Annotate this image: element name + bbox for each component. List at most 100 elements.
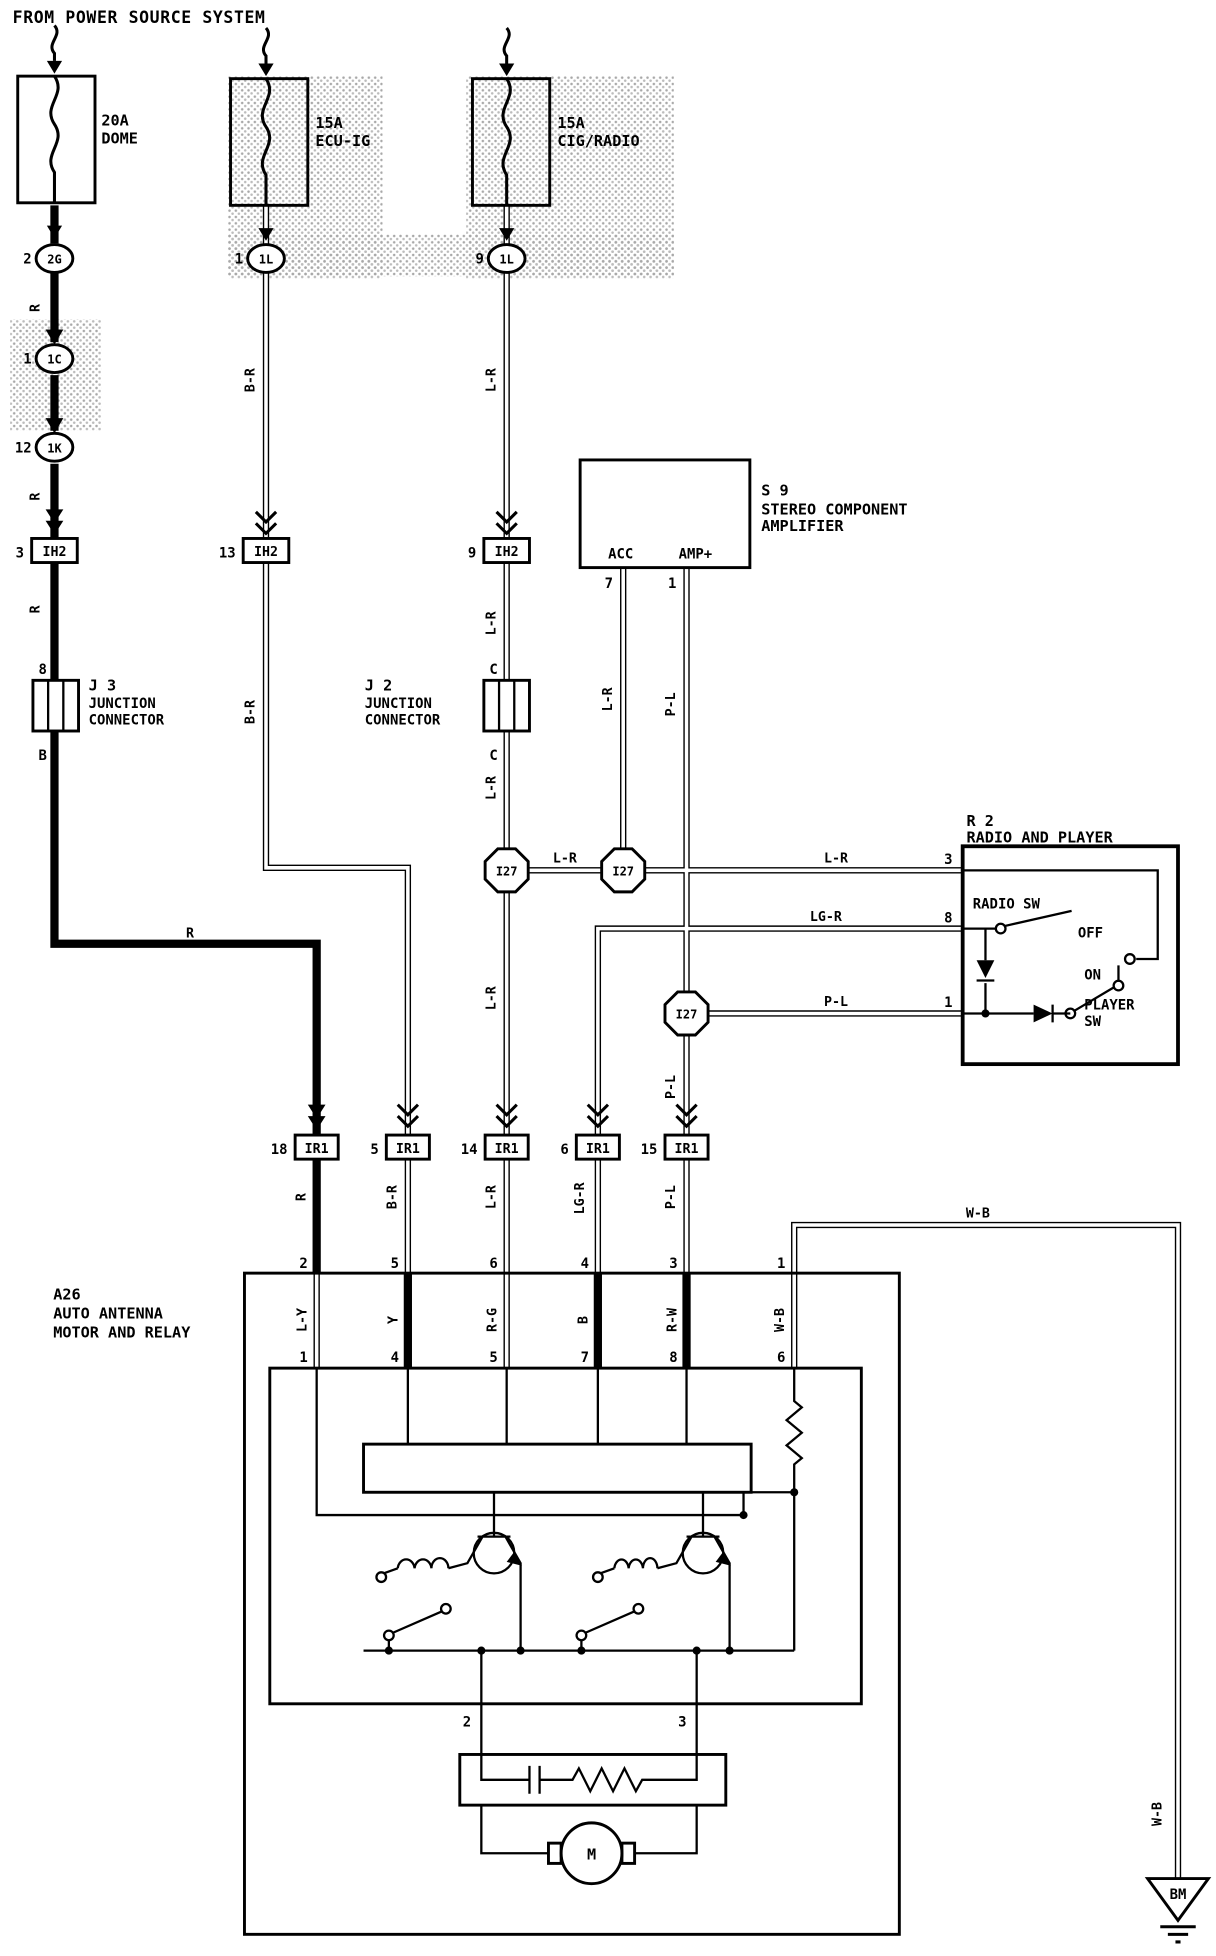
connector-code: 1K: [47, 441, 62, 455]
a26-outer-pin: 5: [391, 1256, 399, 1272]
connector-2g: 2G 2: [23, 243, 75, 274]
connector-1l-ecu: 1L 1: [235, 243, 286, 274]
fuse-rating: 15A: [557, 114, 584, 132]
a26-outer-pin: 2: [299, 1256, 307, 1272]
joint-code: I27: [612, 864, 634, 878]
wire-label: R: [186, 926, 194, 941]
relay-control-block: [362, 1442, 753, 1494]
joint-i27-a: I27: [483, 847, 530, 894]
contact-icon: [591, 1571, 604, 1584]
resistor-icon: [751, 1368, 804, 1651]
r2-radio-sw-label: RADIO SW: [973, 896, 1041, 912]
a26-outer-pin: 4: [581, 1256, 589, 1272]
j3-name-line1: JUNCTION: [89, 696, 156, 712]
s9-name-line2: AMPLIFIER: [761, 517, 844, 535]
a26-inner-pin: 7: [581, 1350, 589, 1366]
wire-label: B: [577, 1316, 592, 1324]
switch-pivot-icon: [1064, 1007, 1077, 1020]
wire-label: R: [294, 1193, 309, 1201]
connector-code: IR1: [586, 1142, 610, 1157]
suppressor-box: [458, 1753, 728, 1807]
connector-pin: 13: [219, 545, 236, 561]
relay-coil-icon: [383, 1557, 450, 1575]
wire-label: L-R: [824, 852, 848, 867]
fuse-cig-radio: 15A CIG/RADIO: [471, 77, 640, 207]
motor-label: M: [587, 1846, 596, 1864]
ground-bm: BM: [1144, 1877, 1212, 1944]
wire-label: P-L: [664, 1185, 679, 1209]
wire-label: R-W: [665, 1308, 680, 1332]
wire-label: P-L: [664, 692, 679, 716]
connector-pin: 6: [560, 1142, 568, 1158]
diode-icon: [976, 960, 995, 978]
r2-off-label: OFF: [1078, 925, 1103, 941]
transistor-icon: [681, 1531, 725, 1575]
a26-name-line2: MOTOR AND RELAY: [53, 1324, 191, 1342]
connector-pin: 9: [468, 545, 476, 561]
r2-player-label: PLAYER: [1084, 998, 1135, 1014]
r2-pin-8: 8: [944, 910, 952, 926]
joint-code: I27: [496, 864, 518, 878]
relay-coil-icon: [600, 1557, 659, 1575]
wire-label: P-L: [664, 1075, 679, 1099]
a26-lower-pin: 3: [678, 1715, 686, 1731]
motor-icon: M: [547, 1821, 637, 1886]
relay-switch-icon: [387, 1610, 443, 1651]
a26-auto-antenna-motor-relay: A26 AUTO ANTENNA MOTOR AND RELAY 2 5 6 4…: [53, 1256, 901, 1936]
r2-player-sw-label: SW: [1084, 1014, 1101, 1030]
s9-id: S 9: [761, 481, 788, 499]
fuse-rating: 20A: [101, 112, 128, 130]
fuse-icon: [501, 77, 512, 206]
relay-switch-icon: [580, 1610, 636, 1651]
transistor-icon: [472, 1531, 516, 1575]
connector-ir1-14: IR1 14: [461, 1133, 530, 1161]
connector-pin: 1: [23, 352, 31, 368]
connector-code: 1L: [259, 253, 273, 267]
wire-label: LG-R: [573, 1182, 588, 1214]
r2-id: R 2: [966, 812, 993, 830]
r2-on-label: ON: [1084, 967, 1101, 983]
connector-code: 1C: [47, 353, 61, 367]
connector-ih2-dome: IH2 3: [16, 537, 79, 564]
wire-label: B-R: [244, 368, 259, 392]
thick-wires: [50, 205, 691, 1369]
a26-outer-pin: 3: [669, 1256, 677, 1272]
wire-label: L-R: [553, 852, 577, 867]
j3-name-line2: CONNECTOR: [89, 713, 165, 729]
j3-id: J 3: [89, 676, 116, 694]
j2-name-line2: CONNECTOR: [365, 713, 441, 729]
connector-code: IH2: [254, 545, 278, 560]
j2-pin-top: C: [489, 662, 497, 678]
wire-labels: R R R B-R B-R L-R L-R L-R L-R L-R P-L P-…: [28, 304, 1165, 1826]
r2-name: RADIO AND PLAYER: [966, 828, 1113, 846]
connector-ir1-6: IR1 6: [560, 1133, 621, 1161]
j2-name-line1: JUNCTION: [365, 696, 432, 712]
wire-label: L-R: [484, 776, 499, 800]
wire-label: R: [28, 304, 43, 312]
wire-label: W-B: [966, 1206, 990, 1221]
connector-1k: 1K 12: [15, 431, 75, 463]
wire-label: L-R: [601, 687, 616, 711]
relay-internal-circuit: [315, 1368, 804, 1755]
connector-code: 1L: [499, 253, 513, 267]
ground-icon: [1144, 1877, 1212, 1923]
wire-label: R: [28, 605, 43, 613]
connector-code: IH2: [495, 545, 519, 560]
r2-pin-3: 3: [944, 852, 952, 868]
connector-ih2-cig: IH2 9: [468, 537, 531, 564]
ground-code: BM: [1170, 1887, 1187, 1903]
s9-pin-amp-number: 1: [668, 576, 676, 592]
j3-junction-connector: 8 B J 3 JUNCTION CONNECTOR: [31, 662, 165, 764]
joint-code: I27: [676, 1008, 698, 1022]
wire-label: P-L: [824, 995, 848, 1010]
fuse-icon: [49, 75, 60, 203]
s9-pin-acc-label: ACC: [608, 547, 633, 563]
page-title: FROM POWER SOURCE SYSTEM: [13, 8, 266, 27]
wire-label: L-R: [484, 1185, 499, 1209]
connector-code: IR1: [675, 1142, 699, 1157]
s9-pin-amp-label: AMP+: [679, 547, 713, 563]
wire-label: L-Y: [296, 1308, 311, 1332]
wire-label: LG-R: [810, 910, 842, 925]
a26-outer-pin: 1: [777, 1256, 785, 1272]
